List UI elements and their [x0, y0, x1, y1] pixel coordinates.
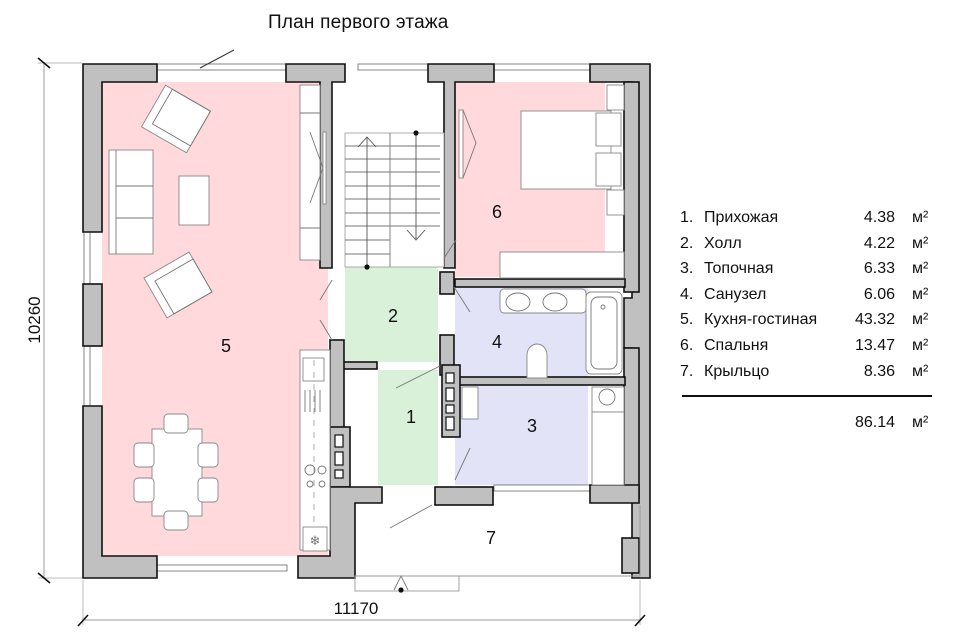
legend-unit: м² [912, 285, 929, 303]
total-unit: м² [912, 414, 929, 431]
legend-index: 6. [680, 336, 694, 354]
freezer-icon: ❄ [310, 533, 321, 548]
legend-divider [682, 395, 932, 397]
legend-row: 1. Прихожая 4.38 м² [680, 205, 940, 231]
legend-area: 6.06 [863, 285, 895, 303]
legend-row: 3. Топочная 6.33 м² [680, 256, 940, 282]
legend-index: 2. [680, 234, 694, 252]
bathroom-fixtures [461, 288, 625, 486]
legend-room-name: Топочная [704, 260, 774, 278]
legend-area: 8.36 [863, 362, 895, 380]
room-6-label: 6 [492, 202, 502, 222]
legend-area: 13.47 [854, 336, 895, 354]
legend-area: 4.22 [863, 234, 895, 252]
legend-index: 4. [680, 285, 694, 303]
room-3-label: 3 [527, 416, 537, 436]
plan-title: План первого этажа [268, 12, 449, 33]
legend-row: 7. Крыльцо 8.36 м² [680, 359, 940, 385]
legend-unit: м² [912, 234, 929, 252]
staircase [344, 130, 445, 270]
area-legend: 1. Прихожая 4.38 м² 2. Холл 4.22 м² 3. Т… [680, 205, 940, 384]
legend-index: 7. [680, 362, 694, 380]
living-furniture [108, 84, 327, 531]
total-area: 86.14 [854, 414, 895, 431]
room-5-label: 5 [221, 336, 231, 356]
legend-unit: м² [912, 336, 929, 354]
vent-ducts [334, 372, 455, 479]
legend-unit: м² [912, 209, 929, 226]
legend-index: 3. [680, 260, 694, 278]
height-dimension: 10260 [25, 296, 44, 343]
bedroom-furniture [458, 84, 625, 279]
legend-unit: м² [912, 311, 929, 329]
legend-area: 4.38 [863, 209, 895, 226]
legend-row: 2. Холл 4.22 м² [680, 231, 940, 257]
dimension-lines [37, 57, 646, 627]
doors [319, 239, 641, 593]
room-2-label: 2 [388, 306, 398, 326]
room-7-label: 7 [486, 528, 496, 548]
legend-index: 1. [680, 209, 694, 226]
legend-row: 6. Спальня 13.47 м² [680, 333, 940, 359]
kitchen-units: ❄ [299, 349, 331, 552]
legend-row: 5. Кухня-гостиная 43.32 м² [680, 307, 940, 333]
legend-unit: м² [912, 260, 929, 278]
room-1-label: 1 [406, 407, 416, 427]
legend-room-name: Спальня [704, 336, 769, 354]
legend-index: 5. [680, 311, 694, 329]
legend-total: 86.14 м² [680, 410, 940, 436]
legend-room-name: Крыльцо [704, 362, 770, 380]
legend-room-name: Прихожая [704, 209, 779, 226]
legend-room-name: Кухня-гостиная [704, 311, 818, 329]
legend-area: 43.32 [854, 311, 895, 329]
legend-row: 4. Санузел 6.06 м² [680, 282, 940, 308]
room-1-fill [378, 370, 438, 485]
legend-room-name: Санузел [704, 285, 767, 303]
legend-area: 6.33 [863, 260, 895, 278]
legend-unit: м² [912, 362, 929, 380]
room-4-label: 4 [492, 332, 502, 352]
width-dimension: 11170 [334, 599, 379, 618]
legend-room-name: Холл [704, 234, 742, 252]
